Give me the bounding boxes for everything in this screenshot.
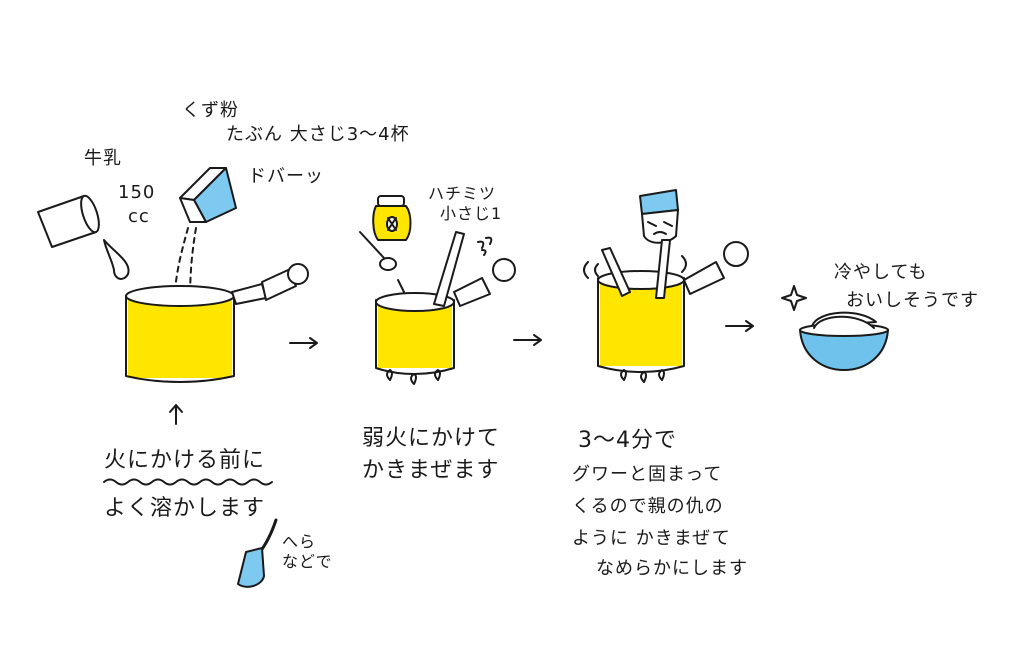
milk-unit: cc <box>128 206 150 227</box>
milk-cup-icon <box>37 194 100 248</box>
saucepan-3-icon <box>597 239 749 373</box>
motion-lines-icon <box>583 255 687 279</box>
flame-3-icon <box>620 369 665 383</box>
milk-amount: 150 <box>118 182 156 203</box>
tool-note-line-2: などで <box>282 552 333 571</box>
honey-spoon-icon <box>359 231 397 271</box>
arrow-right-1-icon <box>289 337 318 349</box>
final-note-line-1: 冷やしても <box>834 262 928 283</box>
step-1-line-2: よく溶かします <box>104 496 266 521</box>
honey-amount: 小さじ1 <box>440 204 503 223</box>
bowl-icon <box>799 311 889 371</box>
arrow-right-3-icon <box>725 320 754 332</box>
kuzu-label: くず粉 <box>182 100 239 121</box>
kuzu-package-icon <box>179 167 237 223</box>
saucepan-1-icon <box>125 263 309 383</box>
spatula-icon <box>237 518 278 588</box>
wavy-underline <box>103 478 273 486</box>
sparkle-icon <box>781 285 807 311</box>
flame-2-icon <box>386 369 441 385</box>
honey-label: ハチミツ <box>428 184 497 203</box>
step-1-line-1: 火にかける前に <box>104 448 266 473</box>
powder-stream <box>173 227 197 303</box>
pour-sound: ドバーッ <box>248 166 324 187</box>
step-3-line-4: ように かきまぜて <box>572 528 731 549</box>
step-3-line-2: グワーと固まって <box>572 464 723 485</box>
step-3-line-3: くるので親の仇の <box>572 496 724 517</box>
step-2-line-1: 弱火にかけて <box>362 426 501 451</box>
tool-note-line-1: へら <box>282 532 317 551</box>
honey-jar-icon <box>372 195 412 241</box>
up-arrow-icon <box>169 404 183 425</box>
milk-carton-character-icon <box>639 189 679 244</box>
final-note-line-2: おいしそうです <box>846 290 979 311</box>
step-2-line-2: かきまぜます <box>362 458 500 483</box>
milk-drop-icon <box>103 239 130 280</box>
kuzu-amount: たぶん 大さじ3〜4杯 <box>226 124 410 145</box>
milk-label: 牛乳 <box>84 148 122 169</box>
step-3-line-1: 3〜4分で <box>578 428 677 453</box>
step-3-line-5: なめらかにします <box>596 558 748 579</box>
arrow-right-2-icon <box>513 334 542 346</box>
saucepan-2-icon <box>375 231 516 375</box>
steam-icon <box>477 236 493 256</box>
